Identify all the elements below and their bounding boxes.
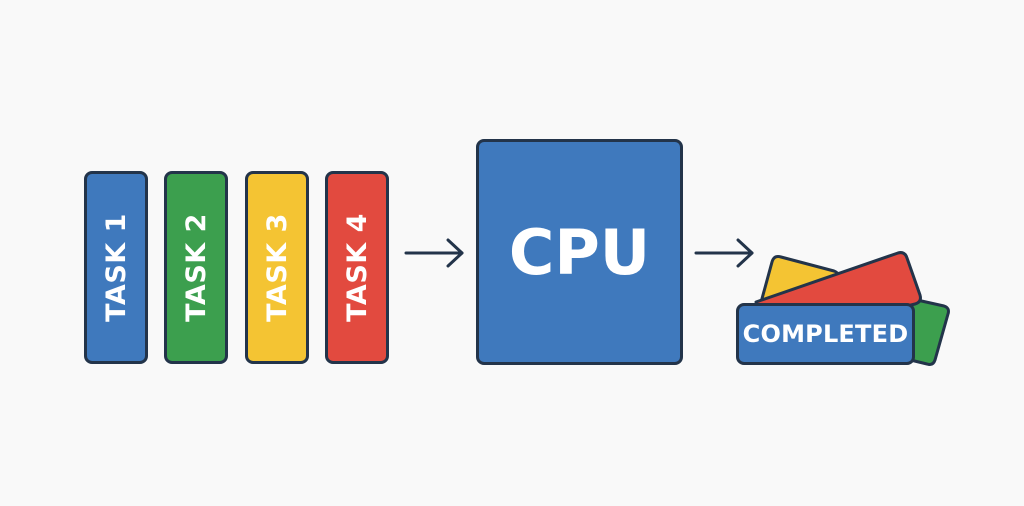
cpu-block: CPU — [476, 139, 683, 365]
task-4-label: TASK 4 — [341, 213, 373, 322]
task-2-label: TASK 2 — [180, 213, 212, 322]
task-1-label: TASK 1 — [100, 213, 132, 322]
task-3-block: TASK 3 — [245, 171, 309, 364]
task-2-block: TASK 2 — [164, 171, 228, 364]
task-3-label: TASK 3 — [261, 213, 293, 322]
cpu-label: CPU — [508, 215, 651, 289]
task-4-block: TASK 4 — [325, 171, 389, 364]
completed-badge: COMPLETED — [736, 303, 915, 365]
task-1-block: TASK 1 — [84, 171, 148, 364]
completed-label: COMPLETED — [742, 320, 909, 348]
arrow-right-icon — [404, 238, 464, 268]
arrow-right-icon — [694, 238, 754, 268]
